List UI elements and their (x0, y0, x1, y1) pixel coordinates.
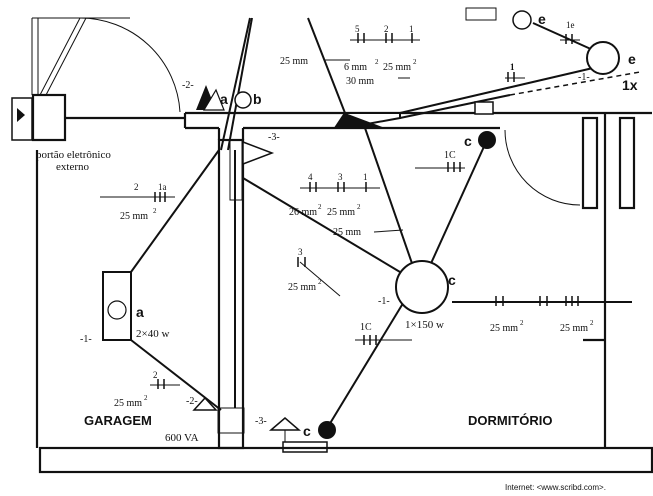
point-c-top: c (464, 133, 472, 149)
wire-count-4: 4 (308, 172, 313, 182)
wire-count-3: 3 (338, 172, 343, 182)
gate-label: portão eletrônico (36, 149, 111, 161)
section-26: 26 mm (289, 207, 317, 218)
lamp-symbol-icon (107, 300, 127, 320)
point-e-lamp: e (628, 51, 636, 67)
wire-count-2-top: 2 (384, 24, 389, 34)
gate-motor-icon (17, 108, 25, 122)
wire-count-5: 5 (355, 24, 360, 34)
svg-text:2: 2 (144, 394, 148, 402)
svg-text:2: 2 (318, 203, 322, 211)
labels: portão eletrônico externo GARAGEM DORMIT… (36, 11, 638, 492)
point-a-garage: a (136, 304, 144, 320)
wiring (100, 17, 641, 431)
label-1a: 1a (158, 182, 167, 192)
svg-text:2: 2 (375, 58, 379, 66)
circuit-2-top: -2- (182, 80, 194, 91)
bottom-wall (38, 446, 653, 474)
svg-text:2: 2 (520, 319, 524, 327)
wire-count-1-top: 1 (409, 24, 414, 34)
wire-count-2-garage-bottom: 2 (153, 370, 158, 380)
bedroom-lamp-load: 1×150 w (405, 319, 444, 331)
source-note: Internet: <www.scribd.com>. (505, 483, 606, 492)
outlet-3-bottom (268, 417, 302, 431)
switch-b (234, 91, 252, 109)
svg-text:2: 2 (590, 319, 594, 327)
circuit-1-outdoor: -1- (578, 72, 590, 83)
section-25-garage: 25 mm (120, 211, 148, 222)
circuit-2-bottom: -2- (186, 396, 198, 407)
wire-count-1: 1 (363, 172, 368, 182)
label-1c-bottom: 1C (360, 322, 372, 333)
section-25-top-b: 25 mm (383, 62, 411, 73)
bedroom-ceiling-lamp (395, 260, 449, 314)
wire-ticks (154, 33, 579, 389)
outdoor-lamp (586, 41, 620, 75)
gate-label-2: externo (56, 161, 89, 173)
wire-count-1-outdoor: 1 (510, 62, 515, 72)
section-25-c: 25 mm (333, 227, 361, 238)
section-25-e: 25 mm (490, 323, 518, 334)
point-e-small: e (538, 11, 546, 27)
point-c-lamp: c (448, 272, 456, 288)
label-1c-top: 1C (444, 150, 456, 161)
switch-c-bottom (318, 421, 336, 439)
door-arcs (79, 17, 581, 206)
svg-text:2: 2 (318, 278, 322, 286)
wire-count-3b: 3 (298, 247, 303, 257)
svg-text:2: 2 (153, 207, 157, 215)
outlet-3-top (242, 140, 275, 166)
outlet-load: 600 VA (165, 432, 199, 444)
fixtures (11, 10, 620, 453)
section-30: 30 mm (346, 76, 374, 87)
section-25-top: 25 mm (280, 56, 308, 67)
point-b: b (253, 91, 262, 107)
circuit-3-top: -3- (268, 132, 280, 143)
wire-count-2-garage: 2 (134, 182, 139, 192)
section-25-b: 25 mm (327, 207, 355, 218)
partition-wall (217, 138, 245, 450)
section-6: 6 mm (344, 62, 367, 73)
garage-lamp-load: 2×40 w (136, 328, 169, 340)
room-label-garagem: GARAGEM (84, 413, 152, 428)
lamp-e-small (512, 10, 532, 30)
circuit-1-garage: -1- (80, 334, 92, 345)
circuit-1-bedroom: -1- (378, 296, 390, 307)
label-1e: 1e (566, 20, 575, 30)
point-1x: 1x (622, 77, 638, 93)
section-25-d: 25 mm (288, 282, 316, 293)
svg-text:2: 2 (357, 203, 361, 211)
room-label-dormitorio: DORMITÓRIO (468, 413, 553, 428)
circuit-3-bottom: -3- (255, 416, 267, 427)
point-a-top: a (220, 91, 228, 107)
switch-c-top (478, 131, 496, 149)
section-25-f: 25 mm (560, 323, 588, 334)
svg-text:2: 2 (413, 58, 417, 66)
outlet-2-garage-bottom (192, 396, 218, 411)
garage-lamp-fixture (102, 271, 132, 341)
point-c-bottom: c (303, 423, 311, 439)
gate-motor (11, 97, 33, 141)
section-25-g: 25 mm (114, 398, 142, 409)
